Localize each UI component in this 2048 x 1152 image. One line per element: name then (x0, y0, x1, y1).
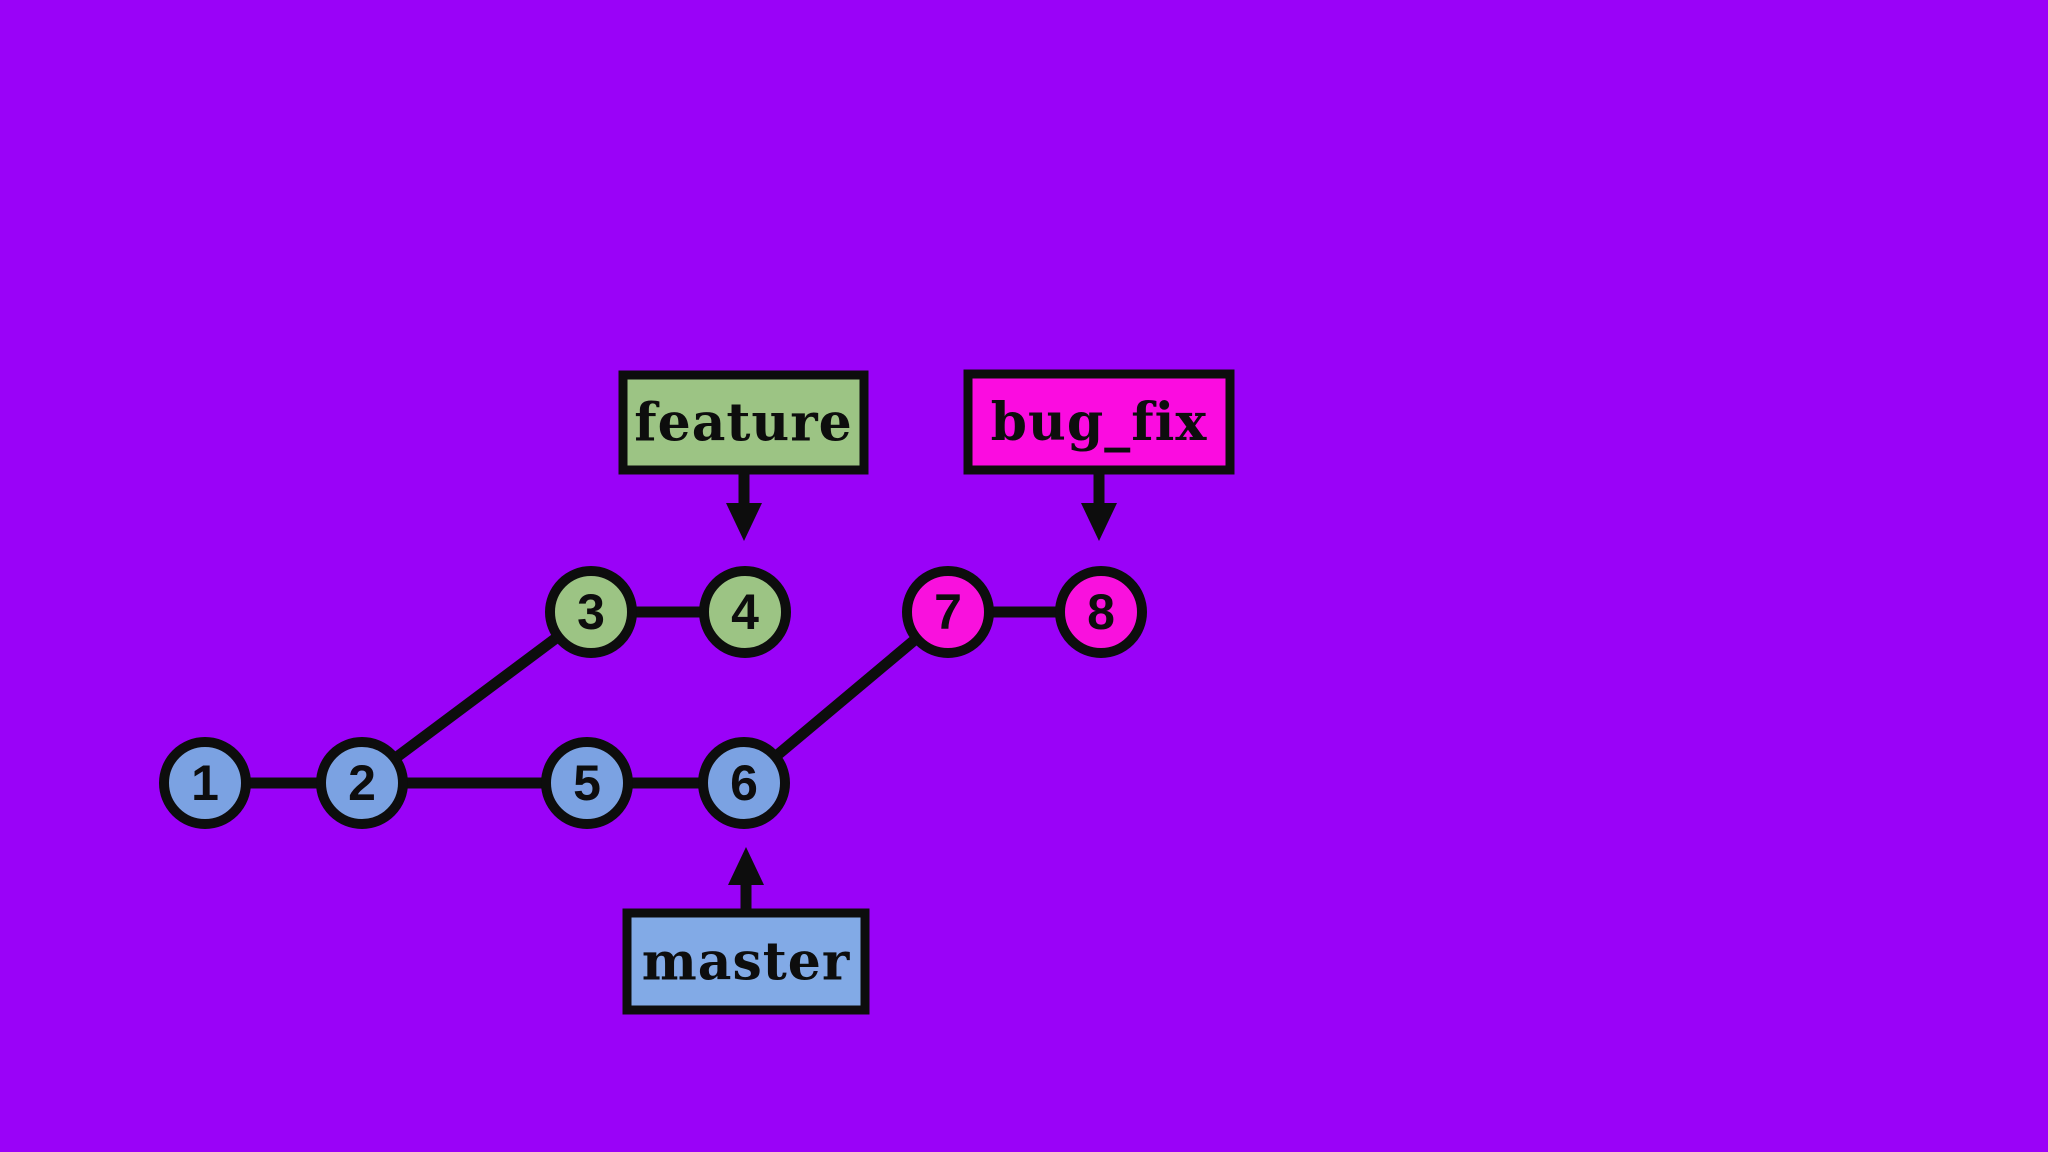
branch-label-feature: feature (618, 370, 869, 541)
commit-label-5: 5 (573, 755, 601, 811)
commit-label-4: 4 (731, 584, 759, 640)
branch-label-master: master (622, 847, 870, 1015)
branch-text-bug_fix: bug_fix (991, 392, 1208, 453)
commit-circle-4 (699, 566, 791, 658)
commit-circle-1 (159, 737, 251, 829)
commit-node-1: 1 (159, 737, 251, 829)
branch-arrowhead-feature (726, 503, 762, 541)
commit-label-6: 6 (730, 755, 758, 811)
branch-box-master (622, 908, 870, 1015)
commit-label-1: 1 (191, 755, 219, 811)
commit-circle-3 (545, 566, 637, 658)
nodes-layer: 1 2 5 6 3 4 7 8 (159, 566, 1147, 829)
edge-2-3 (356, 606, 597, 789)
branch-box-bug_fix (963, 369, 1235, 475)
branch-label-bug_fix: bug_fix (963, 369, 1235, 541)
commit-node-6: 6 (698, 737, 790, 829)
commit-circle-8 (1055, 566, 1147, 658)
commit-label-3: 3 (577, 584, 605, 640)
branch-text-master: master (642, 932, 851, 993)
commit-node-2: 2 (316, 737, 408, 829)
commit-node-3: 3 (545, 566, 637, 658)
commit-circle-2 (316, 737, 408, 829)
branch-arrowhead-master (728, 847, 764, 885)
branch-arrowhead-bug_fix (1081, 503, 1117, 541)
commit-label-8: 8 (1087, 584, 1115, 640)
commit-label-7: 7 (934, 584, 962, 640)
commit-circle-7 (902, 566, 994, 658)
commit-node-8: 8 (1055, 566, 1147, 658)
branch-text-feature: feature (634, 393, 852, 454)
commit-circle-5 (541, 737, 633, 829)
commit-node-4: 4 (699, 566, 791, 658)
commit-circle-6 (698, 737, 790, 829)
commit-label-2: 2 (348, 755, 376, 811)
commit-node-7: 7 (902, 566, 994, 658)
commit-node-5: 5 (541, 737, 633, 829)
